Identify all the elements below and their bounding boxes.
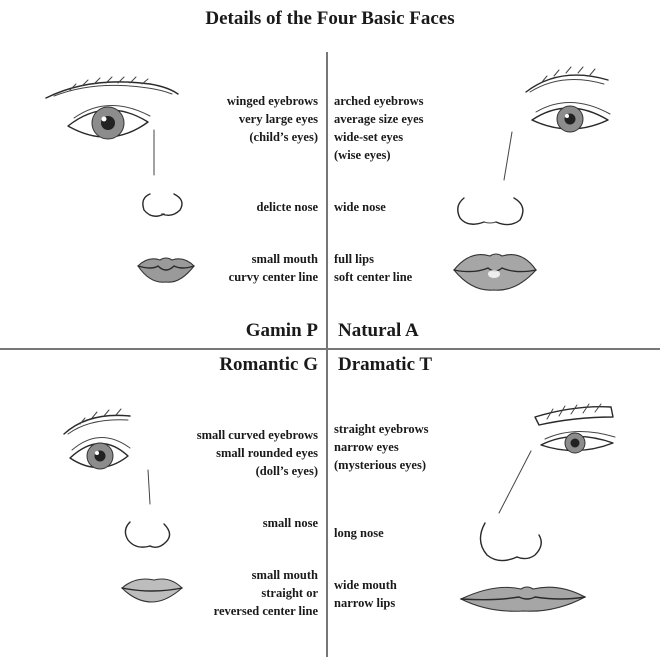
dramatic-eyes-description: straight eyebrows narrow eyes (mysteriou… xyxy=(334,420,429,474)
natural-eyebrow xyxy=(525,66,609,93)
dramatic-nose-line-1: long nose xyxy=(334,526,384,540)
dramatic-eyebrow xyxy=(534,403,614,426)
natural-face-name: Natural A xyxy=(338,320,419,341)
gamin-face-illustration xyxy=(45,76,195,283)
gamin-nose-line-1: delicte nose xyxy=(256,200,318,214)
romantic-mouth xyxy=(121,578,183,603)
romantic-mouth-line-3: reversed center line xyxy=(213,604,318,618)
natural-mouth xyxy=(453,253,537,291)
natural-eyes-line-4: (wise eyes) xyxy=(334,148,391,162)
romantic-nose-description: small nose xyxy=(263,514,318,532)
natural-eyes-line-3: wide-set eyes xyxy=(334,130,404,144)
dramatic-mouth-description: wide mouth narrow lips xyxy=(334,576,397,612)
dramatic-mouth-line-2: narrow lips xyxy=(334,596,396,610)
romantic-eyes-description: small curved eyebrows small rounded eyes… xyxy=(197,426,318,480)
natural-eyes-description: arched eyebrows average size eyes wide-s… xyxy=(334,92,424,164)
natural-mouth-description: full lips soft center line xyxy=(334,250,412,286)
romantic-face-name: Romantic G xyxy=(219,354,318,375)
gamin-eyes-description: winged eyebrows very large eyes (child’s… xyxy=(227,92,318,146)
gamin-eyebrow xyxy=(45,76,179,99)
dramatic-mouth-line-1: wide mouth xyxy=(334,578,397,592)
gamin-nose-description: delicte nose xyxy=(257,198,318,216)
natural-mouth-line-2: soft center line xyxy=(334,270,413,284)
natural-nose xyxy=(457,131,524,226)
romantic-eye xyxy=(69,437,131,470)
vertical-divider xyxy=(326,52,328,657)
dramatic-nose xyxy=(479,450,542,562)
diagram-title: Details of the Four Basic Faces xyxy=(205,8,455,29)
dramatic-mouth xyxy=(459,586,587,612)
gamin-mouth-line-2: curvy center line xyxy=(228,270,318,284)
gamin-eyes-line-3: (child’s eyes) xyxy=(249,130,318,144)
romantic-eyes-line-1: small curved eyebrows xyxy=(196,428,318,442)
gamin-eyes-line-1: winged eyebrows xyxy=(226,94,318,108)
horizontal-divider xyxy=(0,348,660,350)
gamin-eye xyxy=(67,105,151,140)
romantic-eyebrow xyxy=(63,408,131,435)
natural-face-illustration xyxy=(453,66,611,291)
natural-nose-line-1: wide nose xyxy=(334,200,386,214)
natural-mouth-line-1: full lips xyxy=(334,252,374,266)
dramatic-eyes-line-1: straight eyebrows xyxy=(334,422,429,436)
romantic-nose xyxy=(124,469,171,549)
romantic-mouth-line-2: straight or xyxy=(261,586,318,600)
dramatic-nose-description: long nose xyxy=(334,524,384,542)
dramatic-eyes-line-3: (mysterious eyes) xyxy=(334,458,426,472)
natural-eye xyxy=(531,102,611,133)
natural-eyes-line-1: arched eyebrows xyxy=(334,94,424,108)
dramatic-face-illustration xyxy=(459,403,616,612)
romantic-mouth-description: small mouth straight or reversed center … xyxy=(214,566,318,620)
dramatic-eyes-line-2: narrow eyes xyxy=(334,440,399,454)
romantic-eyes-line-3: (doll’s eyes) xyxy=(255,464,318,478)
natural-nose-description: wide nose xyxy=(334,198,386,216)
gamin-mouth-line-1: small mouth xyxy=(251,252,318,266)
romantic-face-illustration xyxy=(63,408,183,603)
gamin-eyes-line-2: very large eyes xyxy=(238,112,318,126)
romantic-eyes-line-2: small rounded eyes xyxy=(216,446,318,460)
gamin-mouth xyxy=(137,257,195,283)
gamin-nose xyxy=(142,129,183,217)
dramatic-eye xyxy=(540,430,616,454)
gamin-mouth-description: small mouth curvy center line xyxy=(229,250,318,286)
natural-eyes-line-2: average size eyes xyxy=(334,112,424,126)
romantic-mouth-line-1: small mouth xyxy=(251,568,318,582)
gamin-face-name: Gamin P xyxy=(245,320,318,341)
romantic-nose-line-1: small nose xyxy=(262,516,318,530)
dramatic-face-name: Dramatic T xyxy=(338,354,433,375)
